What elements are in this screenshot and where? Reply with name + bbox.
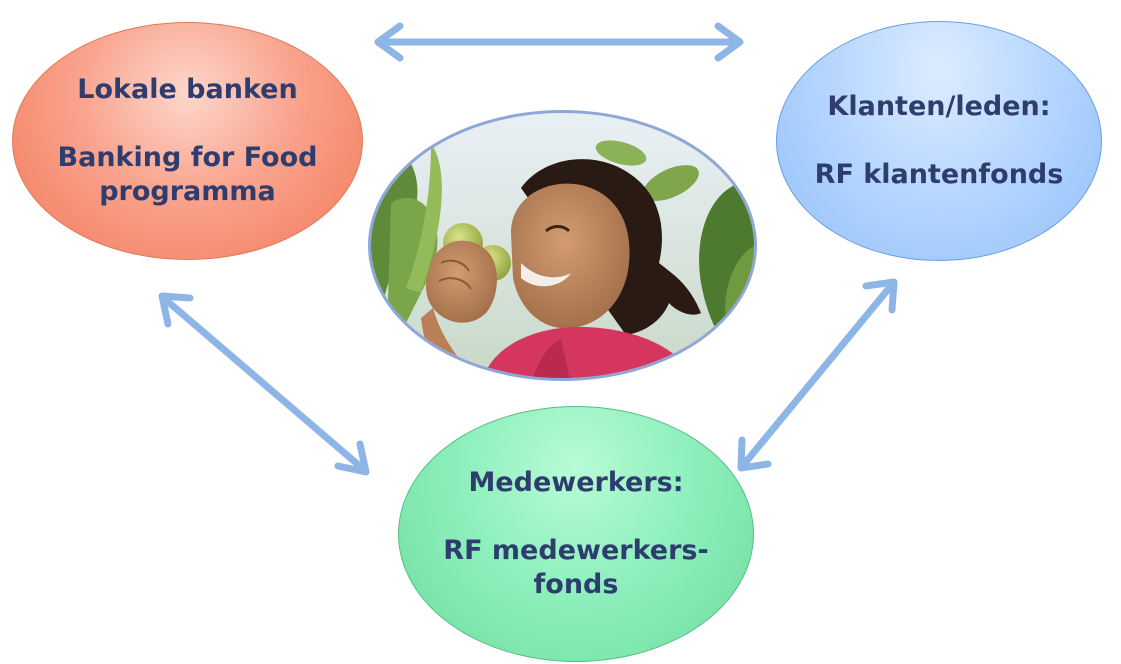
node-banks-program-cont: programma bbox=[99, 176, 276, 207]
node-employees: Medewerkers: RF medewerkers- fonds bbox=[398, 406, 754, 662]
node-banks-title: Lokale banken bbox=[77, 74, 298, 105]
node-banks-program: Banking for Food bbox=[57, 142, 318, 173]
node-staff-title: Medewerkers: bbox=[468, 467, 684, 498]
node-clients-members: Klanten/leden: RF klantenfonds bbox=[776, 21, 1102, 261]
node-local-banks: Lokale banken Banking for Food programma bbox=[12, 22, 363, 260]
node-clients-fund: RF klantenfonds bbox=[814, 159, 1064, 190]
arrow-banks-staff bbox=[158, 292, 370, 476]
node-clients-title: Klanten/leden: bbox=[827, 91, 1051, 122]
photo-illustration bbox=[371, 113, 754, 378]
arrow-banks-clients bbox=[374, 22, 744, 62]
woman-eating-fruit-photo bbox=[368, 110, 757, 381]
arrow-clients-staff bbox=[737, 278, 898, 472]
node-staff-fund-cont: fonds bbox=[533, 569, 619, 600]
node-staff-fund: RF medewerkers- bbox=[443, 535, 709, 566]
